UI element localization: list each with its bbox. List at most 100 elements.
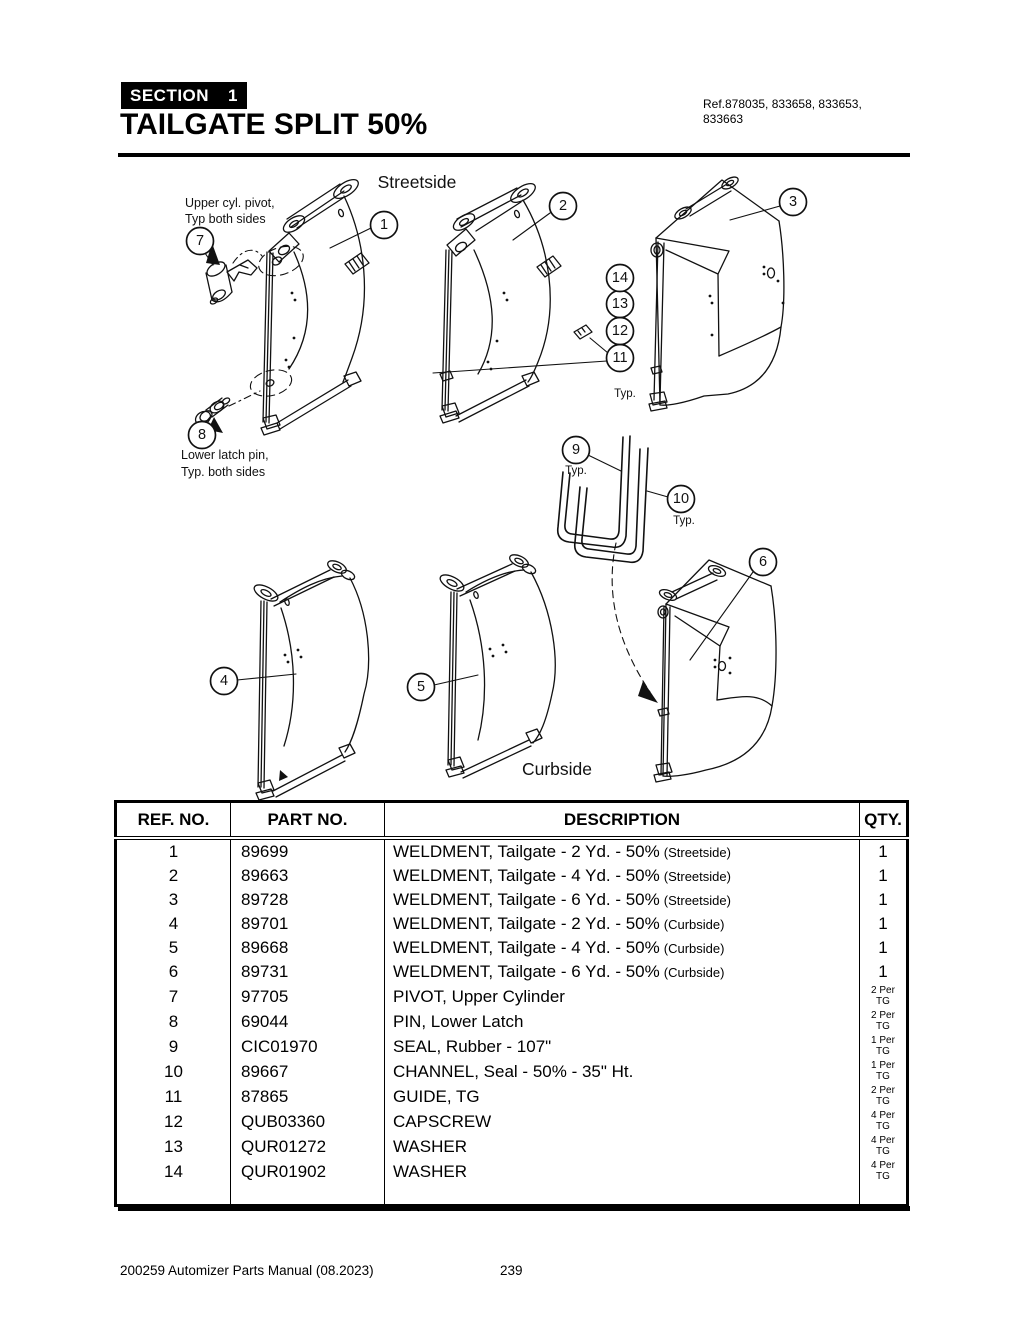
- description-text: SEAL, Rubber - 107": [393, 1036, 552, 1056]
- description-note: (Curbside): [663, 917, 725, 932]
- pivot-part-drawing: [205, 243, 258, 305]
- ref-no: 11: [164, 1086, 183, 1106]
- footer-rule: [118, 1206, 910, 1211]
- callout-5: 5: [406, 672, 436, 702]
- qty: 1: [859, 936, 908, 960]
- part-no: 89663: [230, 864, 385, 888]
- tailgate-2yd-streetside-drawing: [260, 178, 370, 436]
- callout-13-number: 13: [612, 296, 628, 312]
- callout-8: 8: [187, 420, 217, 450]
- qty: 1: [859, 912, 908, 936]
- footer-manual-info: 200259 Automizer Parts Manual (08.2023): [120, 1263, 374, 1278]
- part-no: 69044: [230, 1009, 385, 1034]
- callout-6-number: 6: [759, 554, 767, 570]
- description-text: WELDMENT, Tailgate - 6 Yd. - 50%: [393, 962, 660, 981]
- part-no: 89731: [230, 960, 385, 984]
- leader-lines: [204, 205, 781, 686]
- description: WASHER: [384, 1159, 860, 1184]
- tailgate-6yd-curbside-drawing: [653, 559, 777, 783]
- grab-step-hatch: [536, 255, 562, 278]
- description: PIN, Lower Latch: [384, 1009, 860, 1034]
- col-header-ref: REF. NO.: [115, 801, 231, 840]
- callout-6: 6: [748, 547, 778, 577]
- description: WELDMENT, Tailgate - 6 Yd. - 50%(Streets…: [384, 888, 860, 912]
- part-no: 87865: [230, 1084, 385, 1109]
- tailgate-6yd-streetside-drawing: [648, 176, 785, 412]
- callout-7: 7: [185, 226, 215, 256]
- callout-13: 13: [605, 289, 635, 319]
- ref-no: 8: [168, 1011, 179, 1031]
- part-no: CIC01970: [230, 1034, 385, 1059]
- description-text: CHANNEL, Seal - 50% - 35" Ht.: [393, 1061, 634, 1081]
- col-header-part: PART NO.: [230, 801, 385, 840]
- guide-part-drawing: [573, 324, 593, 340]
- callout-10: 10: [666, 484, 696, 514]
- description-text: PIVOT, Upper Cylinder: [393, 986, 565, 1006]
- ref-no: 5: [168, 938, 179, 957]
- dashed-reference-lines: [228, 245, 658, 703]
- upper-pivot-note-line2: Typ both sides: [185, 212, 266, 226]
- description-note: (Streetside): [663, 845, 731, 860]
- upper-pivot-note-line1: Upper cyl. pivot,: [185, 196, 275, 210]
- qty: 1 Per TG: [859, 1034, 908, 1059]
- grab-step-hatch: [344, 252, 370, 275]
- callout-2-number: 2: [559, 198, 567, 214]
- description-text: CAPSCREW: [393, 1111, 492, 1131]
- description-text: WASHER: [393, 1136, 467, 1156]
- callout-11: 11: [605, 343, 635, 373]
- curbside-label: Curbside: [522, 759, 592, 779]
- ref-no: 10: [164, 1061, 183, 1081]
- page-title: TAILGATE SPLIT 50%: [120, 108, 428, 141]
- qty: 4 Per TG: [859, 1159, 908, 1184]
- part-no: 89728: [230, 888, 385, 912]
- ref-no: 6: [168, 962, 179, 981]
- qty: 4 Per TG: [859, 1109, 908, 1134]
- description-note: (Streetside): [663, 869, 731, 884]
- description-text: GUIDE, TG: [393, 1086, 480, 1106]
- part-no: QUB03360: [230, 1109, 385, 1134]
- description-text: WELDMENT, Tailgate - 4 Yd. - 50%: [393, 938, 660, 957]
- col-header-desc: DESCRIPTION: [384, 801, 860, 840]
- callout-12: 12: [605, 316, 635, 346]
- callout-7-number: 7: [196, 233, 204, 249]
- footer-page-number: 239: [500, 1263, 523, 1278]
- lower-latch-note-line2: Typ. both sides: [181, 465, 265, 479]
- part-no: 89701: [230, 912, 385, 936]
- ref-no: 1: [168, 842, 179, 861]
- part-no: 97705: [230, 984, 385, 1009]
- callout-3: 3: [778, 187, 808, 217]
- ref-no: 4: [168, 914, 179, 933]
- qty: 1: [859, 838, 908, 864]
- callouts: 1 2 3 4 5 6 7 8 9 10 11 12 13 14: [185, 187, 808, 702]
- ref-no: 13: [164, 1136, 183, 1156]
- table-filler-row: [116, 1184, 908, 1206]
- tailgate-2yd-curbside-drawing: [253, 560, 370, 801]
- ref-no: 2: [168, 866, 179, 885]
- description-text: WELDMENT, Tailgate - 2 Yd. - 50%: [393, 914, 660, 933]
- seal-channel-drawing: [556, 435, 649, 564]
- callout-1-number: 1: [380, 217, 388, 233]
- part-no: 89699: [230, 838, 385, 864]
- ref-no: 3: [168, 890, 179, 909]
- callout-12-number: 12: [612, 323, 628, 339]
- description: WELDMENT, Tailgate - 2 Yd. - 50%(Curbsid…: [384, 912, 860, 936]
- tailgate-4yd-curbside-drawing: [439, 554, 556, 779]
- section-number: 1: [228, 85, 238, 105]
- description-note: (Curbside): [663, 941, 725, 956]
- ref-no: 7: [168, 986, 179, 1006]
- typ-label-11: Typ.: [614, 388, 636, 400]
- qty: 1: [859, 864, 908, 888]
- reference-numbers: Ref.878035, 833658, 833653, 833663: [703, 97, 862, 126]
